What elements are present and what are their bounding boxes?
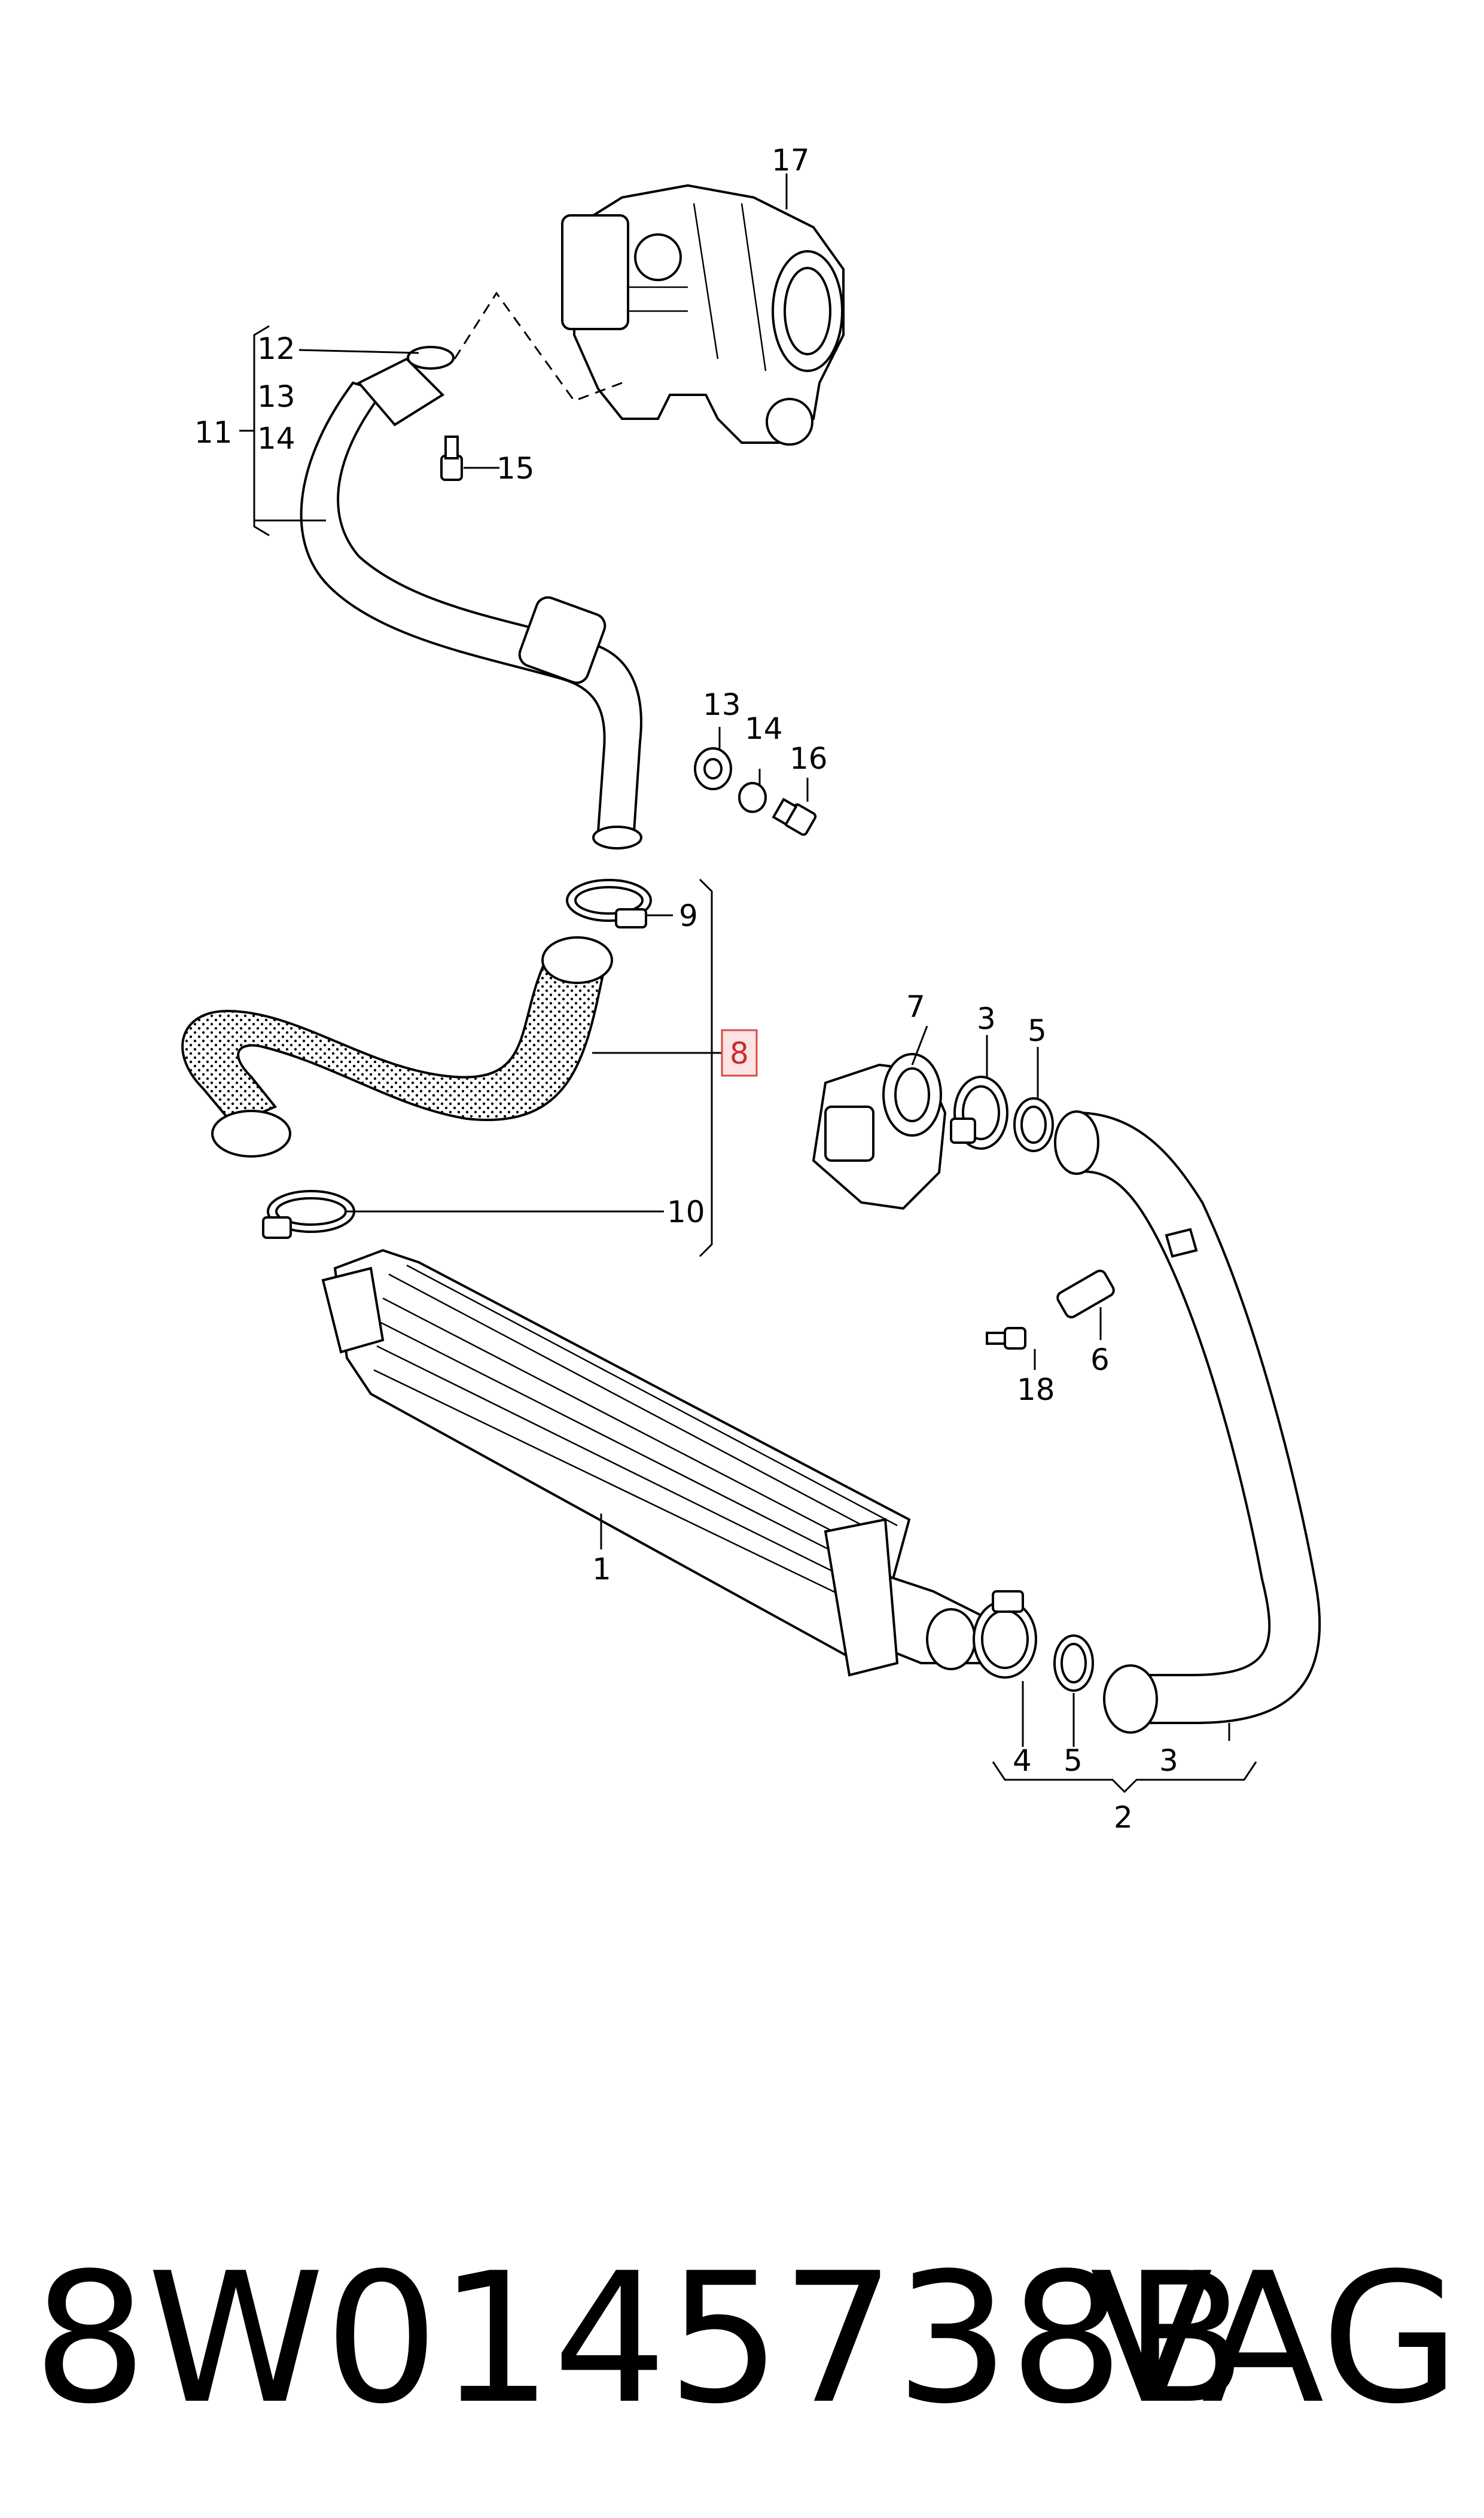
callout-9: 9: [679, 899, 698, 933]
callout-11: 11: [194, 415, 233, 450]
charge-air-hose: [181, 936, 613, 1158]
callout-14-lower: 14: [745, 711, 783, 746]
hose-clamp-4: [973, 1590, 1037, 1679]
intercooler: [321, 1249, 982, 1677]
hose-clamp-10: [262, 1190, 355, 1239]
callout-7: 7: [906, 989, 925, 1024]
pressure-sensor-6: [1056, 1228, 1198, 1319]
callout-3-lower: 3: [1159, 1743, 1178, 1778]
callout-15: 15: [496, 451, 535, 486]
callout-5-lower: 5: [1064, 1743, 1083, 1778]
callout-8-highlight: [721, 1029, 758, 1077]
callout-3-upper: 3: [977, 1001, 996, 1036]
callout-16: 16: [790, 741, 828, 776]
callout-18: 18: [1017, 1372, 1055, 1407]
hose-clamp-9: [566, 879, 652, 928]
leader-lines: [239, 173, 1257, 1794]
bolt-15: [440, 436, 463, 481]
bolt-16: [772, 797, 817, 836]
caption-bar: 8W0145738B VAG: [0, 2213, 1484, 2465]
seal-ring-5-lower: [1053, 1634, 1094, 1692]
hose-clamp-3-upper: [950, 1076, 1008, 1150]
callout-13-lower: 13: [703, 687, 741, 722]
callout-17: 17: [772, 143, 810, 178]
brand-label: VAG: [1090, 2234, 1460, 2443]
callout-5-upper: 5: [1028, 1013, 1047, 1048]
callout-labels: 17 12 13 11 14 15 13 14 16 9 8 10 1 7 3 …: [194, 143, 1178, 1835]
sleeve-14: [738, 782, 767, 813]
callout-14-upper: 14: [257, 421, 295, 456]
charge-air-pipe-right: [1054, 1110, 1321, 1734]
grommet-13: [694, 747, 732, 790]
throttle-valve-housing: [812, 1053, 947, 1210]
callout-12: 12: [257, 331, 295, 366]
bolt-18: [986, 1327, 1026, 1350]
exploded-parts-diagram: 17 12 13 11 14 15 13 14 16 9 8 10 1 7 3 …: [181, 143, 1321, 1835]
callout-13-upper: 13: [257, 379, 295, 414]
turbocharger: [561, 184, 845, 446]
callout-4: 4: [1013, 1743, 1032, 1778]
callout-8: 8: [730, 1036, 749, 1071]
callout-6: 6: [1090, 1342, 1110, 1377]
seal-ring-5-upper: [1013, 1097, 1054, 1152]
callout-1: 1: [592, 1552, 611, 1587]
callout-2: 2: [1114, 1800, 1133, 1835]
callout-10: 10: [667, 1195, 705, 1229]
upper-charge-pipe: [300, 346, 642, 850]
part-number: 8W0145738B: [33, 2234, 1247, 2443]
